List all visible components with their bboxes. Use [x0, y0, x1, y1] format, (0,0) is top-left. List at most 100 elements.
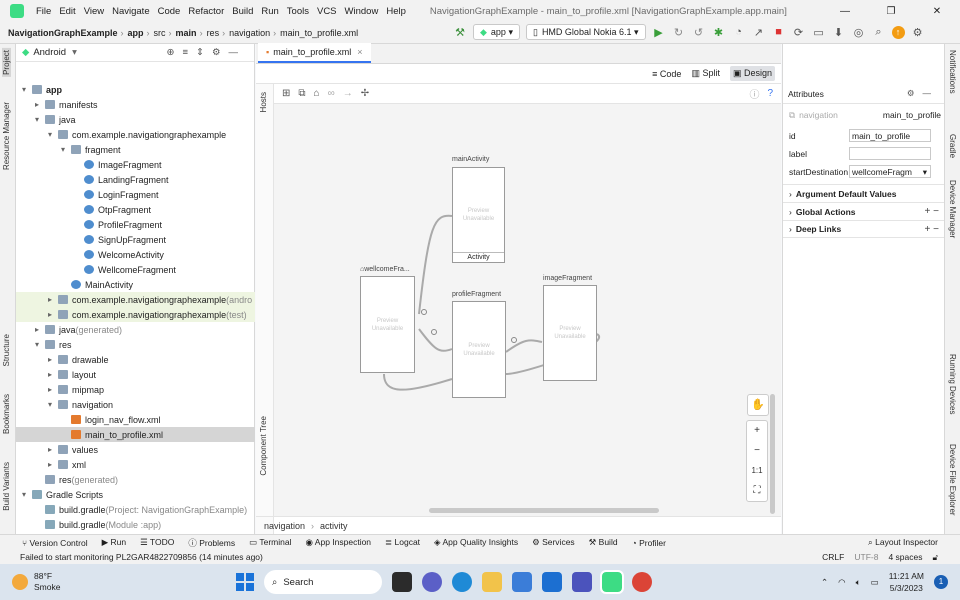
- arrow-right-icon[interactable]: →: [342, 88, 353, 99]
- tree-item[interactable]: login_nav_flow.xml: [16, 412, 255, 427]
- tab-main-to-profile[interactable]: ▪ main_to_profile.xml ×: [258, 43, 371, 63]
- breadcrumb-item[interactable]: navigation: [229, 27, 271, 38]
- settings-icon[interactable]: ⚙: [912, 26, 923, 39]
- mail-icon[interactable]: [542, 572, 562, 592]
- tree-item[interactable]: ▾com.example.navigationgraphexample: [16, 127, 255, 142]
- tree-item[interactable]: ▸java (generated): [16, 322, 255, 337]
- path-activity[interactable]: activity: [320, 520, 348, 531]
- link-icon[interactable]: ∞: [327, 88, 335, 99]
- action-wellcome-to-profile[interactable]: [418, 328, 453, 352]
- breadcrumb-item[interactable]: app: [127, 27, 144, 38]
- chevron-up-icon[interactable]: ⌃: [821, 576, 829, 587]
- code-mode-button[interactable]: ≡ Code: [652, 68, 682, 79]
- account-icon[interactable]: ◎: [853, 26, 864, 39]
- taskbar-search[interactable]: ⌕Search: [264, 570, 382, 594]
- attributes-actions[interactable]: ⚙—: [906, 88, 939, 98]
- line-separator[interactable]: CRLF: [822, 551, 845, 562]
- tree-item[interactable]: ProfileFragment: [16, 217, 255, 232]
- chevron-right-icon[interactable]: ▸: [48, 310, 53, 319]
- tree-item[interactable]: ▾app: [16, 82, 255, 97]
- menu-window[interactable]: Window: [344, 5, 379, 17]
- menu-edit[interactable]: Edit: [59, 5, 76, 17]
- tool-window-notifications[interactable]: Notifications: [948, 50, 957, 94]
- section-argument-default-values[interactable]: ›Argument Default Values: [783, 184, 945, 202]
- tree-item[interactable]: LandingFragment: [16, 172, 255, 187]
- start-destination-select[interactable]: wellcomeFragm▾: [849, 165, 931, 178]
- file-explorer-icon[interactable]: [482, 572, 502, 592]
- add-remove-icons[interactable]: + −: [924, 223, 939, 235]
- tree-item[interactable]: ImageFragment: [16, 157, 255, 172]
- chevron-right-icon[interactable]: ▸: [48, 385, 53, 394]
- node-profile-fragment[interactable]: Preview Unavailable: [452, 301, 506, 398]
- search-everywhere-icon[interactable]: ⌕: [875, 25, 882, 38]
- new-nested-graph-icon[interactable]: ⧉: [298, 88, 306, 99]
- weather-widget[interactable]: 88°F Smoke: [12, 571, 60, 593]
- lock-icon[interactable]: 🔓︎: [932, 551, 938, 562]
- new-destination-icon[interactable]: ⊞: [282, 88, 291, 99]
- chevron-down-icon[interactable]: ▾: [22, 85, 27, 94]
- menu-tools[interactable]: Tools: [286, 5, 309, 17]
- chevron-right-icon[interactable]: ▸: [48, 445, 53, 454]
- tool-run[interactable]: ▶ Run: [101, 537, 127, 547]
- status-message[interactable]: Failed to start monitoring PL2GAR4822709…: [20, 552, 263, 562]
- node-main-activity[interactable]: Preview Unavailable Activity: [452, 167, 505, 263]
- tool-version-control[interactable]: ⑂ Version Control: [22, 537, 88, 548]
- run-icon[interactable]: ▶: [654, 26, 663, 39]
- menu-run[interactable]: Run: [261, 5, 279, 17]
- task-view-icon[interactable]: [392, 572, 412, 592]
- tree-item[interactable]: ▸layout: [16, 367, 255, 382]
- canvas-vertical-scrollbar[interactable]: [754, 394, 775, 514]
- android-studio-taskbar-icon[interactable]: [600, 570, 624, 594]
- tool-window-gradle[interactable]: Gradle: [948, 134, 957, 159]
- stop-icon[interactable]: ■: [775, 26, 782, 38]
- zoom-fit-icon[interactable]: ⛶: [753, 485, 761, 496]
- add-remove-icons[interactable]: + −: [924, 206, 939, 217]
- tool-window-structure[interactable]: Structure: [2, 334, 11, 367]
- tool-window-project[interactable]: Project: [2, 48, 11, 77]
- project-view-selector[interactable]: Android: [33, 47, 67, 58]
- breadcrumb-item[interactable]: NavigationGraphExample: [8, 27, 118, 38]
- menu-help[interactable]: Help: [386, 5, 406, 17]
- windows-start-icon[interactable]: [236, 573, 254, 591]
- breadcrumb-item[interactable]: main: [175, 27, 197, 38]
- tree-item[interactable]: build.gradle (Project: NavigationGraphEx…: [16, 502, 255, 517]
- chevron-right-icon[interactable]: ▸: [35, 100, 40, 109]
- tree-item[interactable]: ▸com.example.navigationgraphexample (and…: [16, 292, 255, 307]
- chevron-right-icon[interactable]: ▸: [48, 460, 53, 469]
- section-global-actions[interactable]: ›Global Actions+ −: [783, 202, 945, 220]
- warning-icon[interactable]: ⓘ: [749, 90, 760, 101]
- tree-item[interactable]: ▸xml: [16, 457, 255, 472]
- tool-window-device-file-explorer[interactable]: Device File Explorer: [948, 444, 957, 516]
- menu-navigate[interactable]: Navigate: [112, 5, 150, 17]
- teams-icon[interactable]: [572, 572, 592, 592]
- tree-item[interactable]: ▾navigation: [16, 397, 255, 412]
- sdk-manager-icon[interactable]: ⬇: [833, 26, 844, 39]
- tree-item[interactable]: ▾java: [16, 112, 255, 127]
- project-panel-actions[interactable]: ⊕≡⇕⚙—: [166, 47, 246, 58]
- chevron-down-icon[interactable]: ▾: [72, 47, 77, 58]
- update-icon[interactable]: ↑: [891, 25, 905, 39]
- chevron-right-icon[interactable]: ▸: [35, 325, 40, 334]
- menu-file[interactable]: File: [36, 5, 52, 17]
- volume-icon[interactable]: 🔈︎: [855, 576, 861, 587]
- canvas-horizontal-scrollbar[interactable]: [429, 508, 659, 513]
- component-tree-label[interactable]: Component Tree: [259, 416, 268, 476]
- path-navigation[interactable]: navigation: [264, 520, 306, 531]
- tree-item[interactable]: LoginFragment: [16, 187, 255, 202]
- battery-icon[interactable]: ▭: [870, 576, 879, 587]
- section-deep-links[interactable]: ›Deep Links+ −: [783, 220, 945, 238]
- chevron-down-icon[interactable]: ▾: [35, 115, 40, 124]
- zoom-in-icon[interactable]: +: [754, 425, 760, 436]
- tree-item[interactable]: ▾res: [16, 337, 255, 352]
- chevron-right-icon[interactable]: ▸: [48, 295, 53, 304]
- apply-changes-icon[interactable]: ↻: [673, 26, 684, 39]
- menu-view[interactable]: View: [83, 5, 105, 17]
- notification-badge[interactable]: 1: [934, 575, 948, 589]
- chevron-down-icon[interactable]: ▾: [48, 400, 53, 409]
- wifi-icon[interactable]: ◠: [838, 576, 846, 587]
- tool-services[interactable]: ⚙ Services: [532, 537, 575, 547]
- tree-item[interactable]: SignUpFragment: [16, 232, 255, 247]
- menu-build[interactable]: Build: [232, 5, 254, 17]
- tool-window-resource-manager[interactable]: Resource Manager: [2, 102, 11, 171]
- tool-terminal[interactable]: ▭ Terminal: [249, 537, 292, 547]
